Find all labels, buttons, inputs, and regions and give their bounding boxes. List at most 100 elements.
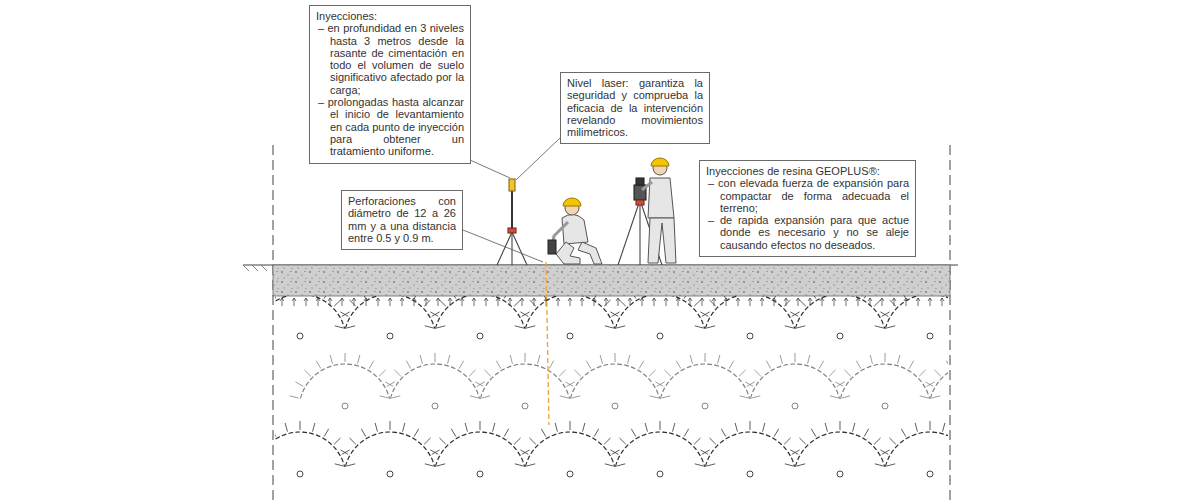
bulb-tick	[394, 370, 400, 376]
bulb-tick	[380, 396, 389, 398]
injection-point	[927, 333, 933, 339]
pressure-arrow	[856, 298, 860, 306]
bulb-tick	[655, 382, 663, 386]
limit-line	[950, 145, 951, 500]
bulb-arc	[615, 432, 704, 467]
injection-point	[297, 471, 303, 477]
bulb-tick	[901, 429, 906, 437]
bulb-arc	[435, 296, 524, 329]
pressure-arrow	[640, 298, 644, 306]
bulb-tick	[514, 438, 520, 444]
bulb-tick	[390, 421, 391, 430]
bulb-tick	[526, 464, 535, 466]
pressure-arrow	[916, 298, 920, 306]
bulb-tick	[432, 450, 440, 454]
bulb-tick	[657, 382, 665, 386]
injection-point	[702, 403, 708, 409]
bulb-tick	[275, 429, 276, 437]
bulb-tick	[324, 429, 329, 437]
bulb-tick	[432, 312, 440, 316]
slab-arrows	[280, 298, 944, 306]
bulb-tick	[529, 438, 535, 444]
injection-point	[297, 333, 303, 339]
bulb-tick	[448, 355, 450, 364]
bulb-tick	[481, 396, 490, 398]
bulb-tick	[541, 429, 546, 437]
bulb-tick	[504, 429, 509, 437]
pressure-arrow	[532, 298, 536, 306]
pressure-arrow	[688, 298, 692, 306]
pressure-arrow	[388, 298, 392, 306]
ground-hatch	[243, 265, 267, 271]
bulb-tick	[605, 326, 614, 328]
bulb-tick	[424, 300, 430, 306]
bulb-tick	[841, 396, 850, 398]
injection-bulbs	[275, 296, 948, 477]
bulb-tick	[706, 464, 715, 466]
bulb-tick	[694, 300, 700, 306]
injection-point	[567, 333, 573, 339]
pressure-arrow	[292, 298, 296, 306]
injection-point	[837, 333, 843, 339]
bulb-tick	[334, 300, 340, 306]
pressure-arrow	[436, 298, 440, 306]
bulb-tick	[335, 326, 344, 328]
pressure-arrow	[364, 298, 368, 306]
bulb-tick	[538, 355, 540, 364]
bulb-tick	[889, 438, 895, 444]
bulb-tick	[927, 382, 935, 386]
injection-point	[477, 333, 483, 339]
bulb-tick	[819, 361, 824, 369]
bulb-tick	[747, 382, 755, 386]
bulb-tick	[631, 296, 636, 299]
bulb-tick	[785, 326, 794, 328]
bulb-tick	[436, 464, 445, 466]
bulb-tick	[316, 361, 321, 369]
pressure-arrow	[352, 298, 356, 306]
bulb-tick	[628, 355, 630, 364]
leader-line	[463, 230, 543, 262]
bulb-tick	[721, 296, 726, 299]
bulb-tick	[600, 355, 602, 364]
bulb-tick	[346, 326, 355, 328]
bulb-tick	[300, 421, 301, 430]
bulb-tick	[571, 396, 580, 398]
callout-box: Nivel laser: garantiza la seguridad y co…	[560, 72, 710, 144]
bulb-tick	[290, 396, 299, 398]
bulb-tick	[387, 382, 395, 386]
bulb-tick	[631, 429, 636, 437]
drill-hole	[546, 262, 549, 425]
bulb-tick	[856, 361, 861, 369]
bulb-tick	[435, 353, 436, 362]
bulb-tick	[885, 353, 886, 362]
pressure-arrow	[928, 298, 932, 306]
bulb-tick	[774, 429, 779, 437]
bulb-tick	[930, 421, 931, 430]
pressure-arrow	[520, 298, 524, 306]
pressure-arrow	[940, 298, 944, 306]
bulb-tick	[709, 300, 715, 306]
bulb-tick	[875, 464, 884, 466]
bulb-tick	[830, 396, 839, 398]
bulb-tick	[837, 382, 845, 386]
bulb-arc	[795, 432, 884, 467]
bulb-tick	[766, 361, 771, 369]
bulb-tick	[684, 296, 689, 299]
bulb-tick	[304, 370, 310, 376]
bulb-arc	[275, 432, 345, 467]
bulb-tick	[901, 296, 906, 299]
bulb-tick	[835, 382, 843, 386]
injection-point	[612, 403, 618, 409]
bulb-tick	[522, 312, 530, 316]
injection-point	[657, 471, 663, 477]
bulb-tick	[493, 423, 495, 432]
pressure-arrow	[628, 298, 632, 306]
pressure-arrow	[796, 298, 800, 306]
injection-point	[747, 333, 753, 339]
bulb-tick	[811, 429, 816, 437]
bulb-tick	[754, 370, 760, 376]
bulb-tick	[510, 355, 512, 364]
bulb-tick	[342, 312, 350, 316]
bulb-tick	[430, 450, 438, 454]
